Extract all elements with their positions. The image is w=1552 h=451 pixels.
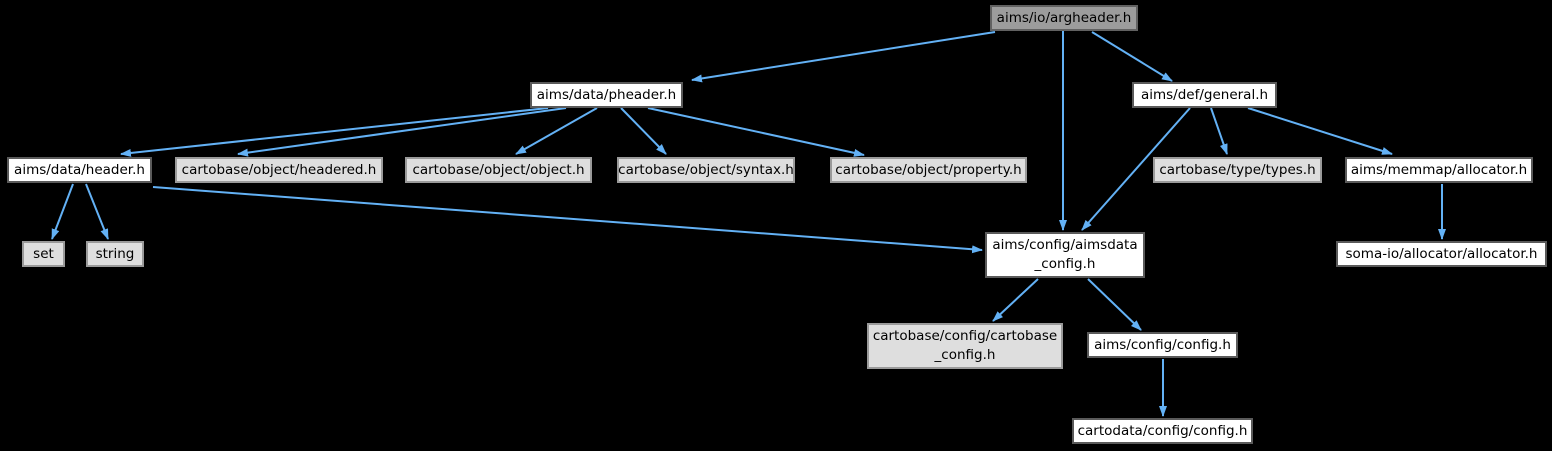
edge-general-to-aimsdata-config	[1081, 107, 1191, 231]
edge-pheader-to-syntax	[620, 107, 667, 155]
node-property[interactable]: cartobase/object/property.h	[830, 157, 1027, 183]
edge-header-to-aimsdata-config	[152, 186, 983, 254]
node-headered[interactable]: cartobase/object/headered.h	[175, 157, 383, 183]
node-pheader[interactable]: aims/data/pheader.h	[530, 82, 683, 108]
node-syntax[interactable]: cartobase/object/syntax.h	[617, 157, 795, 183]
node-general[interactable]: aims/def/general.h	[1132, 82, 1277, 108]
edge-pheader-to-headered	[237, 107, 567, 157]
node-cartodata-config[interactable]: cartodata/config/config.h	[1072, 418, 1253, 444]
node-soma-allocator[interactable]: soma-io/allocator/allocator.h	[1336, 241, 1547, 267]
edge-pheader-to-object	[515, 107, 598, 155]
edge-header-to-string	[85, 183, 109, 240]
node-set[interactable]: set	[22, 241, 65, 267]
node-aims-config[interactable]: aims/config/config.h	[1087, 332, 1238, 358]
node-object[interactable]: cartobase/object/object.h	[405, 157, 592, 183]
node-argheader[interactable]: aims/io/argheader.h	[990, 5, 1138, 31]
node-header[interactable]: aims/data/header.h	[7, 157, 152, 183]
node-memmap[interactable]: aims/memmap/allocator.h	[1345, 157, 1533, 183]
node-cartobase-config[interactable]: cartobase/config/cartobase _config.h	[867, 323, 1063, 369]
edge-header-to-set	[51, 183, 74, 240]
node-types[interactable]: cartobase/type/types.h	[1153, 157, 1322, 183]
edge-aimsdata-config-to-cartobase-config	[992, 278, 1039, 322]
edge-argheader-to-general	[1091, 31, 1173, 82]
node-aimsdata-config[interactable]: aims/config/aimsdata _config.h	[985, 232, 1145, 278]
edge-general-to-types	[1210, 107, 1228, 155]
edge-pheader-to-property	[647, 107, 865, 157]
edge-general-to-memmap	[1247, 107, 1393, 155]
edge-pheader-to-header	[120, 107, 549, 157]
edge-aimsdata-config-to-aims-config	[1087, 278, 1142, 331]
edge-argheader-to-pheader	[691, 31, 996, 83]
node-string[interactable]: string	[86, 241, 144, 267]
